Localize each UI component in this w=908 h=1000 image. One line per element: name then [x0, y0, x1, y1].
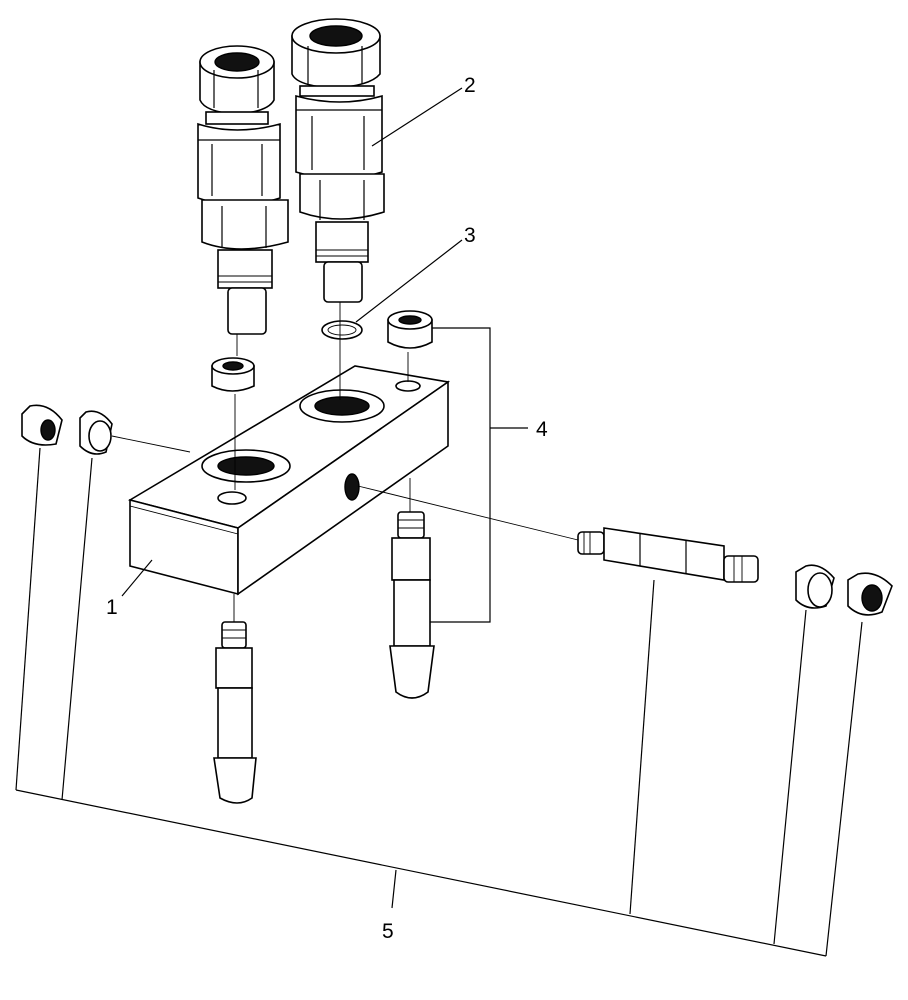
cap-left	[79, 410, 113, 455]
horizontal-pin	[577, 527, 759, 583]
nut-center	[211, 357, 255, 392]
pin-right	[389, 511, 435, 699]
nut-right	[387, 310, 433, 349]
nut-far-left	[21, 404, 63, 446]
callout-1: 1	[106, 596, 118, 619]
callout-2: 2	[464, 74, 476, 97]
manifold-block	[127, 365, 451, 596]
nut-far-right	[847, 572, 893, 616]
assembly-axis-lines	[111, 302, 579, 622]
callout-5: 5	[382, 920, 394, 943]
pin-left	[213, 621, 257, 804]
callout-4: 4	[536, 418, 548, 441]
cap-right	[795, 564, 835, 609]
o-ring	[321, 320, 363, 340]
callout-3: 3	[464, 224, 476, 247]
leader-lines	[15, 87, 863, 957]
quick-coupler-left	[197, 45, 289, 335]
quick-coupler-right	[291, 18, 385, 303]
